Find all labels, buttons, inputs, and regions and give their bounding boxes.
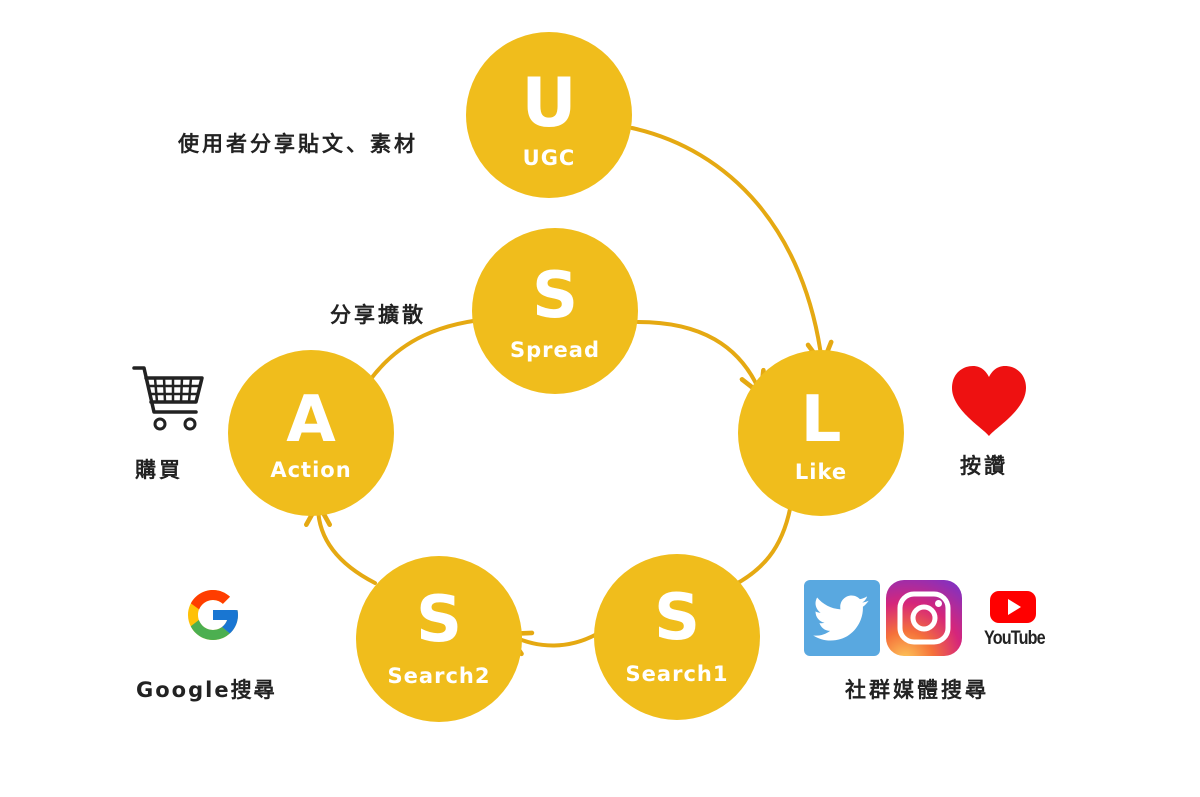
google-search-description: Google搜尋 (136, 678, 277, 702)
node-action: A Action (228, 350, 394, 516)
twitter-bird-icon (813, 595, 869, 641)
youtube-wordmark: YouTube (984, 628, 1046, 649)
node-search1-word: Search1 (625, 662, 729, 686)
node-spread-letter: S (531, 259, 579, 333)
instagram-logo-icon (886, 580, 962, 656)
like-description: 按讚 (960, 454, 1008, 478)
twitter-logo-icon (804, 580, 880, 656)
arrow-ugc-to-like (630, 126, 834, 367)
node-ugc: U UGC (466, 32, 632, 198)
node-like-letter: L (800, 383, 842, 457)
node-like: L Like (738, 350, 904, 516)
arrow-spread-to-like (636, 320, 766, 397)
node-action-letter: A (286, 383, 336, 457)
google-logo-icon (188, 590, 238, 640)
node-search2-letter: S (415, 583, 463, 657)
shopping-cart-icon (132, 366, 204, 431)
node-search2: S Search2 (356, 556, 522, 722)
ugc-description: 使用者分享貼文、素材 (178, 132, 418, 156)
action-description: 購買 (135, 458, 183, 482)
node-spread-word: Spread (510, 338, 600, 362)
node-spread: S Spread (472, 228, 638, 394)
node-search1-letter: S (653, 581, 701, 655)
social-search-description: 社群媒體搜尋 (845, 678, 989, 702)
node-like-word: Like (794, 460, 848, 484)
heart-icon (952, 366, 1026, 436)
spread-description: 分享擴散 (330, 303, 426, 327)
node-ugc-letter: U (521, 64, 577, 143)
youtube-logo-icon (990, 591, 1036, 623)
node-ugc-word: UGC (522, 146, 576, 170)
arrow-search2-to-action (304, 501, 377, 585)
node-search2-word: Search2 (387, 664, 491, 688)
node-search1: S Search1 (594, 554, 760, 720)
arrow-search1-to-search2 (505, 630, 597, 657)
node-action-word: Action (270, 458, 352, 482)
